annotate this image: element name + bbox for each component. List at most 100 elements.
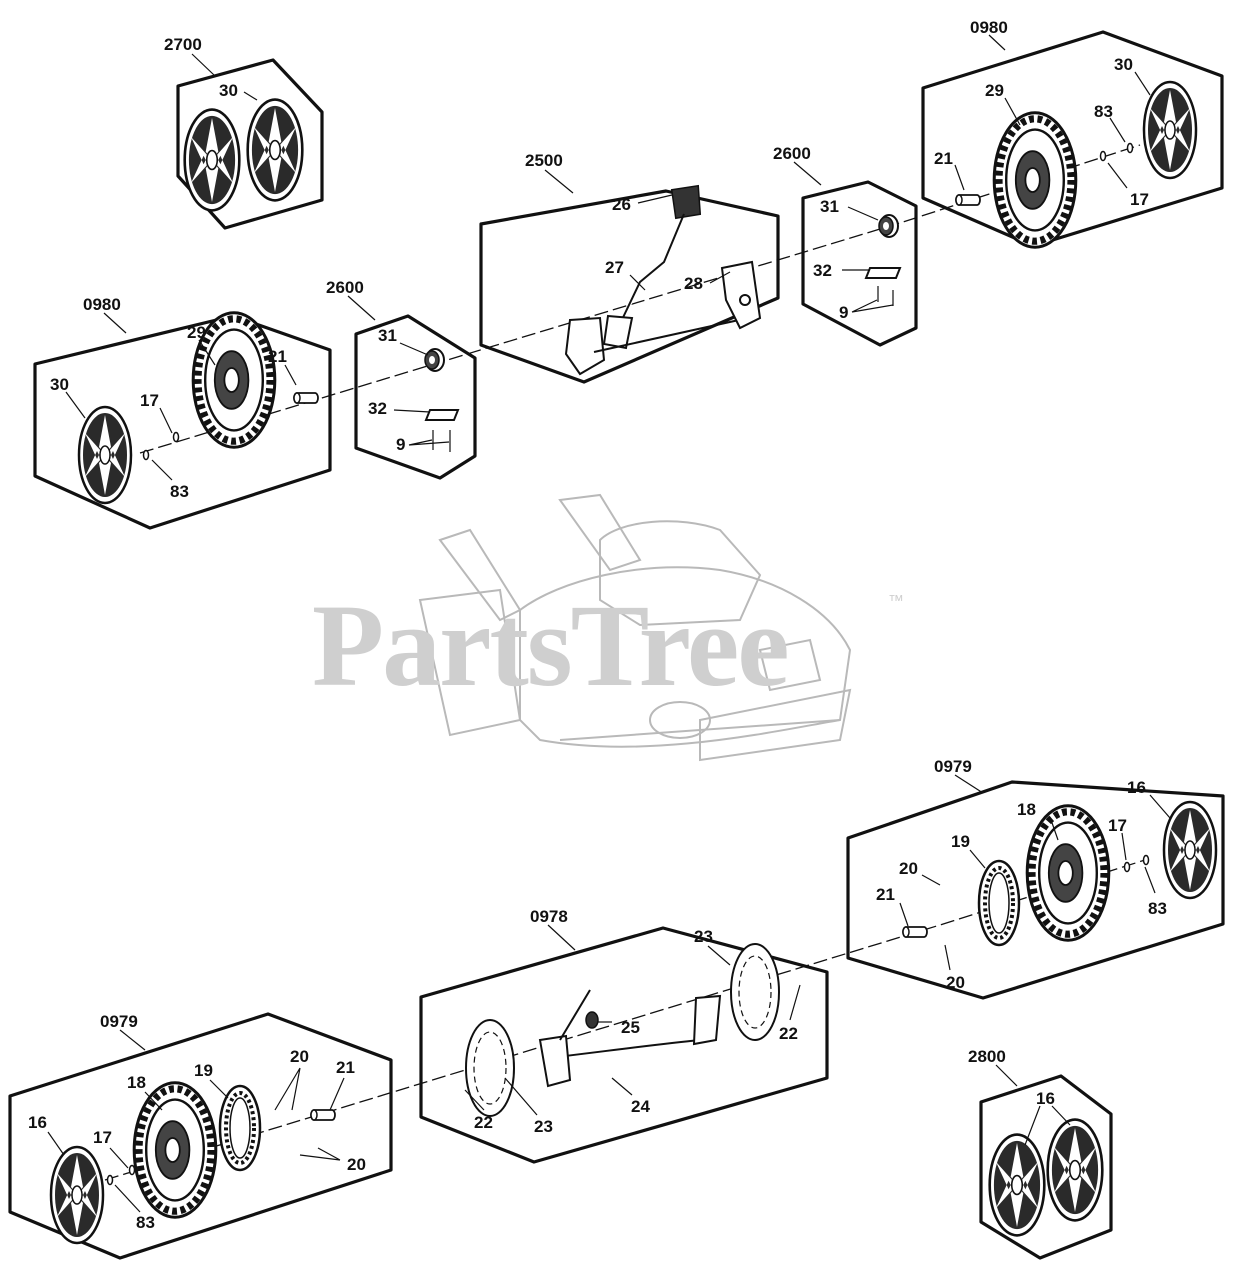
callout-28: 28 [684, 274, 703, 293]
callout-30-left: 30 [50, 375, 69, 394]
callout-19-right: 19 [951, 832, 970, 851]
callout-29-left: 29 [187, 323, 206, 342]
callout-20-right-top: 20 [899, 859, 918, 878]
nut-83-top [1126, 142, 1134, 154]
box-2600-left [354, 314, 477, 480]
callout-22-left: 22 [474, 1113, 493, 1132]
hubcap-2800-b [1046, 1118, 1104, 1222]
callout-16-2800: 16 [1036, 1089, 1055, 1108]
hubcap-0979-right [1162, 800, 1218, 900]
screws-9-right [877, 286, 894, 306]
bearing-31-left [424, 348, 445, 372]
callout-32-left: 32 [368, 399, 387, 418]
callout-83-left-bottom: 83 [136, 1213, 155, 1232]
clip-32-left [424, 409, 460, 421]
callout-16-left: 16 [28, 1113, 47, 1132]
drive-assembly-0978 [465, 943, 780, 1117]
hubcap-2800-a [988, 1133, 1046, 1237]
hubcap-2700-a [183, 108, 241, 212]
washer-17-left-bottom [128, 1164, 136, 1176]
callout-23-bottom: 23 [534, 1117, 553, 1136]
callout-25: 25 [621, 1018, 640, 1037]
tube-21-right [902, 926, 928, 938]
callout-21-top: 21 [934, 149, 953, 168]
callout-21-left-bottom: 21 [336, 1058, 355, 1077]
callout-16-right: 16 [1127, 778, 1146, 797]
callout-27: 27 [605, 258, 624, 277]
box-0980-top [921, 30, 1224, 248]
callout-24: 24 [631, 1097, 650, 1116]
callout-9-right: 9 [839, 303, 848, 322]
callout-83-top: 83 [1094, 102, 1113, 121]
callout-2500: 2500 [525, 151, 563, 170]
callout-20-left-bottom: 20 [347, 1155, 366, 1174]
callout-17-left: 17 [140, 391, 159, 410]
callout-17-right: 17 [1108, 816, 1127, 835]
nut-83-left-bottom [106, 1174, 114, 1186]
callout-32-right: 32 [813, 261, 832, 280]
callout-labels: 2700 0980 2500 2600 0980 2600 0979 0978 … [28, 18, 1167, 1232]
box-2600-right [801, 180, 918, 347]
box-0978 [419, 926, 829, 1164]
washer-17-top [1099, 150, 1107, 162]
tube-21-left-bottom [310, 1109, 336, 1121]
callout-29-top: 29 [985, 81, 1004, 100]
callout-31-right: 31 [820, 197, 839, 216]
callout-0979-right: 0979 [934, 757, 972, 776]
leader-lines [47, 34, 1171, 1213]
callout-31-left: 31 [378, 326, 397, 345]
clip-32-right [864, 267, 902, 279]
callout-2600-left: 2600 [326, 278, 364, 297]
hubcap-0980-top [1142, 80, 1198, 180]
callout-0978: 0978 [530, 907, 568, 926]
callout-0979-left: 0979 [100, 1012, 138, 1031]
mower-background [418, 493, 852, 762]
box-2800 [979, 1074, 1113, 1260]
callout-30-top: 30 [1114, 55, 1133, 74]
hubcap-2700-b [246, 98, 304, 202]
lever-assembly-2500 [564, 184, 762, 376]
callout-26: 26 [612, 195, 631, 214]
callout-18-right: 18 [1017, 800, 1036, 819]
washer-17-right [1123, 861, 1131, 873]
callout-9-left: 9 [396, 435, 405, 454]
callout-83-right: 83 [1148, 899, 1167, 918]
callout-23-top: 23 [694, 927, 713, 946]
hubcap-0980-left [77, 405, 133, 505]
callout-0980-left: 0980 [83, 295, 121, 314]
callout-18-left: 18 [127, 1073, 146, 1092]
callout-83-left: 83 [170, 482, 189, 501]
box-2500 [479, 189, 780, 384]
callout-0980-top: 0980 [970, 18, 1008, 37]
callout-2800: 2800 [968, 1047, 1006, 1066]
wheel-0979-left [134, 1083, 216, 1217]
callout-19-left: 19 [194, 1061, 213, 1080]
callout-22-right: 22 [779, 1024, 798, 1043]
wheel-0979-right [1027, 806, 1109, 940]
washer-17-left [172, 431, 180, 443]
ring-19-left [218, 1084, 262, 1172]
callout-17-top: 17 [1130, 190, 1149, 209]
screws-9-left [432, 430, 451, 452]
nut-83-right [1142, 854, 1150, 866]
box-0979-right [846, 780, 1225, 1000]
callout-21-left: 21 [268, 347, 287, 366]
callout-21-right: 21 [876, 885, 895, 904]
bearing-31-right [878, 214, 899, 238]
wheel-0980-top [994, 113, 1076, 247]
hubcap-0979-left [49, 1145, 105, 1245]
watermark-trademark: ™ [888, 593, 904, 610]
tube-21-left [293, 392, 319, 404]
box-2700 [176, 58, 324, 230]
callout-2600-right: 2600 [773, 144, 811, 163]
ring-19-right [977, 859, 1021, 947]
callout-20-right-bottom: 20 [946, 973, 965, 992]
callout-30-2700: 30 [219, 81, 238, 100]
tube-21-top [955, 194, 981, 206]
nut-83-left [142, 449, 150, 461]
callout-20-left-top: 20 [290, 1047, 309, 1066]
box-0979-left [8, 1012, 393, 1260]
callout-17-left-bottom: 17 [93, 1128, 112, 1147]
